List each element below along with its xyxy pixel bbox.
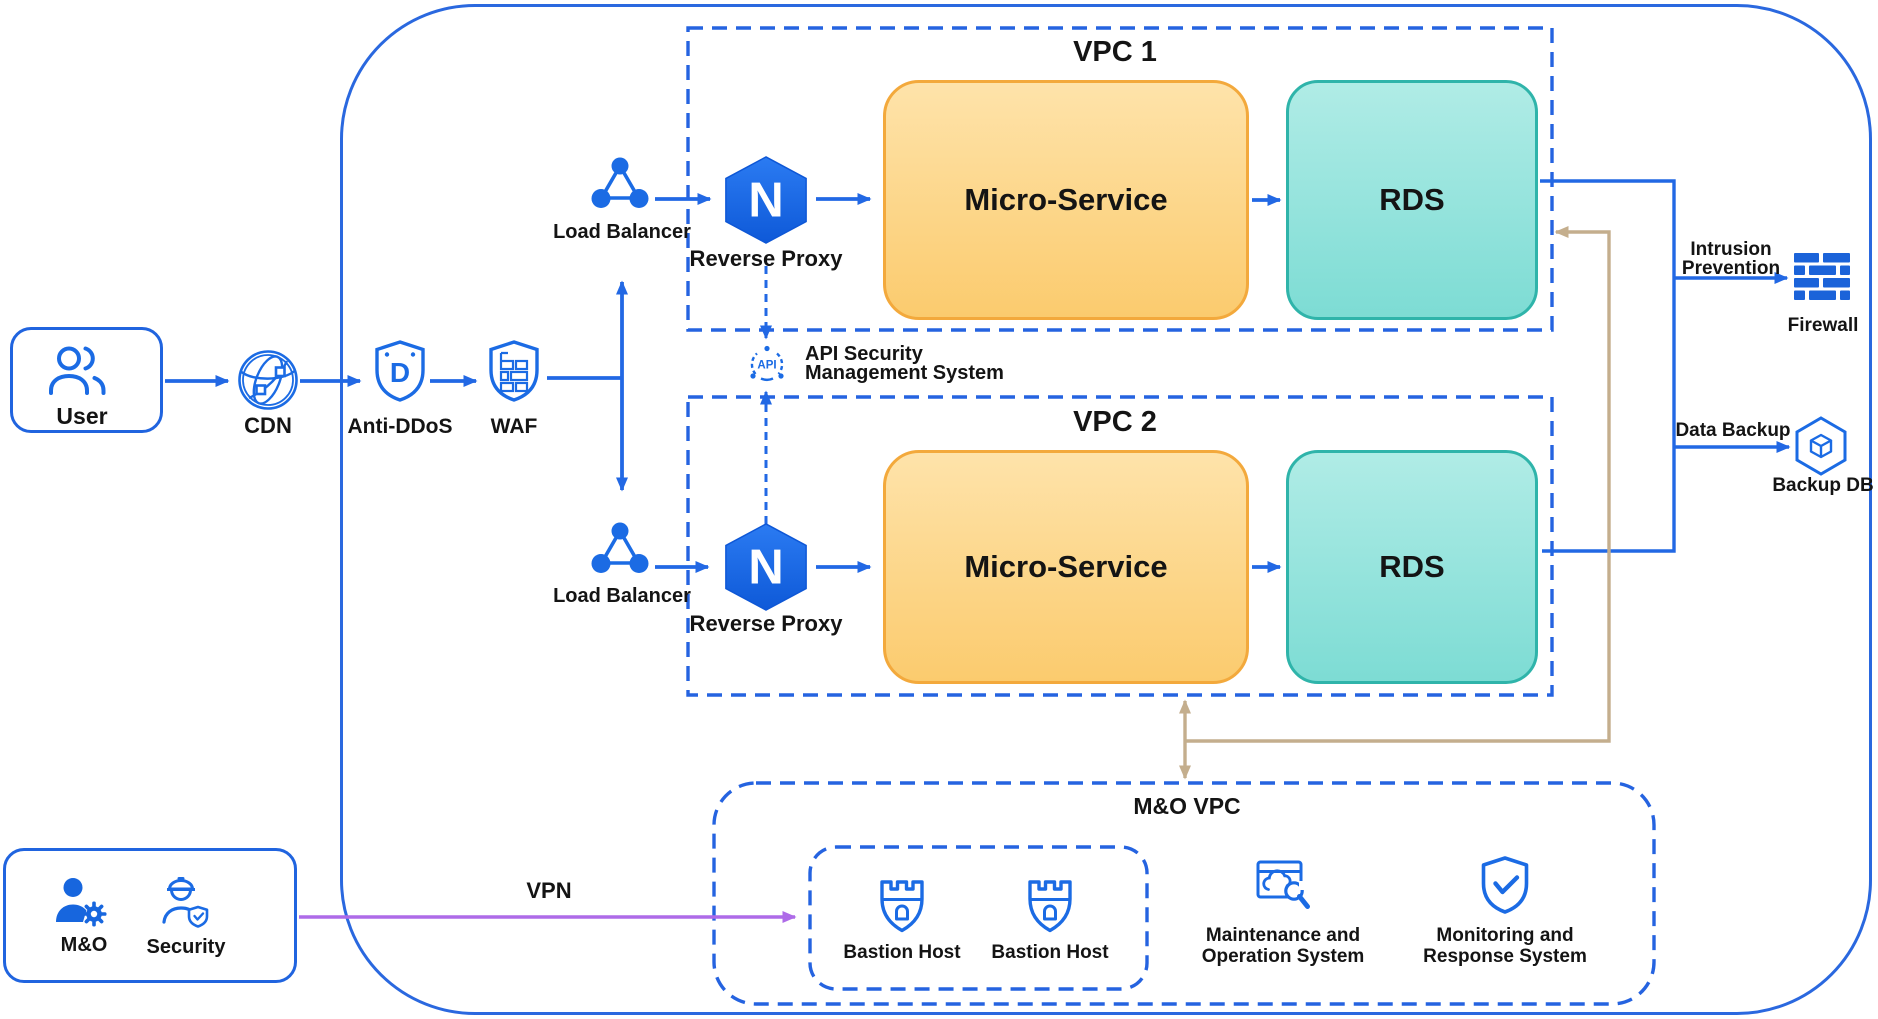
- bastion-host-2-icon: [1025, 878, 1075, 943]
- firewall-icon: [1793, 253, 1851, 308]
- load-balancer-2-label: Load Balancer: [553, 585, 691, 607]
- monitoring-system-icon: [1479, 855, 1531, 920]
- load-balancer-1-label: Load Balancer: [553, 221, 691, 243]
- maintenance-system-icon: [1255, 858, 1311, 919]
- monitoring-label-line1: Monitoring and: [1436, 925, 1574, 946]
- security-label: Security: [146, 936, 226, 958]
- anti-ddos-letter: D: [390, 357, 410, 388]
- api-icon-text: API: [757, 360, 776, 372]
- intrusion-prevention-label-line1: Intrusion: [1690, 239, 1772, 260]
- load-balancer-1-icon: [590, 155, 650, 218]
- reverse-proxy-2-label: Reverse Proxy: [689, 611, 843, 636]
- vpn-label: VPN: [526, 878, 572, 903]
- vpc1-title: VPC 1: [1073, 36, 1157, 68]
- micro-service-2-label: Micro-Service: [964, 549, 1168, 584]
- waf-label: WAF: [490, 415, 538, 438]
- rds-2-label: RDS: [1379, 549, 1445, 584]
- load-balancer-2-icon: [590, 520, 650, 583]
- reverse-proxy-1-icon: N: [720, 154, 812, 251]
- waf-icon: [486, 339, 542, 408]
- backup-db-icon: [1792, 416, 1850, 481]
- mo-label: M&O: [60, 934, 108, 956]
- user-box: [10, 327, 163, 433]
- security-icon: [158, 872, 214, 935]
- firewall-label: Firewall: [1787, 315, 1859, 336]
- monitoring-label-line2: Response System: [1423, 946, 1587, 967]
- maintenance-label-line1: Maintenance and: [1205, 925, 1361, 946]
- mo-icon: [53, 874, 109, 933]
- micro-service-1-box: Micro-Service: [883, 80, 1249, 320]
- nginx-letter: N: [748, 174, 783, 228]
- bastion-host-1-icon: [877, 878, 927, 943]
- mo-vpc-title: M&O VPC: [1133, 793, 1241, 819]
- anti-ddos-label: Anti-DDoS: [347, 415, 453, 438]
- intrusion-prevention-label-line2: Prevention: [1681, 258, 1781, 279]
- nginx-letter: N: [748, 541, 783, 595]
- rds-2-box: RDS: [1286, 450, 1538, 684]
- vpc2-title: VPC 2: [1073, 406, 1157, 438]
- reverse-proxy-1-label: Reverse Proxy: [689, 246, 843, 271]
- data-backup-label: Data Backup: [1675, 420, 1791, 441]
- user-label: User: [56, 403, 108, 429]
- anti-ddos-icon: D: [372, 339, 428, 408]
- backup-db-label: Backup DB: [1772, 475, 1874, 496]
- reverse-proxy-2-icon: N: [720, 521, 812, 618]
- api-icon: API: [746, 343, 788, 390]
- rds-1-label: RDS: [1379, 182, 1445, 217]
- mo-security-box: [3, 848, 297, 983]
- cdn-label: CDN: [244, 413, 292, 438]
- user-icon: [46, 344, 110, 405]
- api-label-line1: API Security: [805, 343, 923, 365]
- rds-1-box: RDS: [1286, 80, 1538, 320]
- maintenance-label-line2: Operation System: [1201, 946, 1365, 967]
- api-label-line2: Management System: [805, 362, 1004, 384]
- cdn-icon: [236, 348, 300, 417]
- micro-service-1-label: Micro-Service: [964, 182, 1168, 217]
- micro-service-2-box: Micro-Service: [883, 450, 1249, 684]
- bastion-host-1-label: Bastion Host: [843, 942, 961, 963]
- bastion-host-2-label: Bastion Host: [991, 942, 1109, 963]
